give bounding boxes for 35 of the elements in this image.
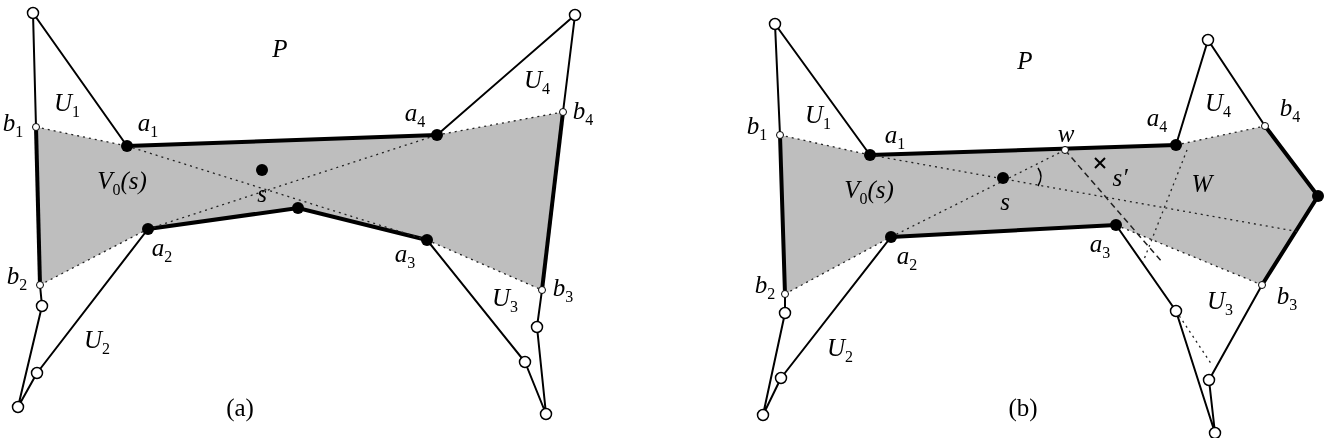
region-label: U$_{2}$ — [83, 327, 111, 357]
point-label: b$_{2}$ — [754, 272, 776, 302]
region-label: V$_{0}$(s) — [844, 177, 894, 207]
point-label: b$_{1}$ — [2, 110, 24, 140]
region-label: U$_{4}$ — [1204, 90, 1232, 120]
point-label: b$_{4}$ — [1279, 95, 1301, 125]
region-label: W — [1191, 170, 1213, 196]
point-label: a$_{2}$ — [896, 243, 918, 273]
point-label: b$_{3}$ — [1276, 283, 1298, 313]
point-label: b$_{3}$ — [552, 275, 574, 305]
point-label: a$_{3}$ — [394, 241, 416, 271]
region-label: U$_{3}$ — [491, 285, 519, 315]
point-label: b$_{2}$ — [6, 263, 28, 293]
point-label: b$_{4}$ — [572, 98, 594, 128]
point-label: a$_{3}$ — [1089, 231, 1111, 261]
point-label: s — [1000, 188, 1010, 214]
point-label: a$_{4}$ — [404, 100, 426, 130]
point-label: a$_{1}$ — [137, 110, 159, 140]
point-label: s — [257, 180, 267, 206]
polygon-label: P — [272, 35, 288, 61]
point-label: b$_{1}$ — [746, 113, 768, 143]
point-label: s′ — [1112, 164, 1128, 190]
region-label: U$_{3}$ — [1206, 288, 1234, 318]
region-label: U$_{4}$ — [523, 67, 551, 97]
point-label: w — [1057, 120, 1075, 146]
point-label: a$_{4}$ — [1146, 105, 1168, 135]
region-label: U$_{1}$ — [53, 90, 81, 120]
region-label: U$_{1}$ — [804, 102, 832, 132]
panel-caption: (a) — [226, 394, 254, 420]
region-label: U$_{2}$ — [826, 335, 854, 365]
region-label: V$_{0}$(s) — [97, 168, 147, 198]
point-label: a$_{1}$ — [884, 122, 906, 152]
polygon-label: P — [1017, 47, 1033, 73]
point-label: a$_{2}$ — [151, 235, 173, 265]
panel-caption: (b) — [1008, 394, 1038, 420]
